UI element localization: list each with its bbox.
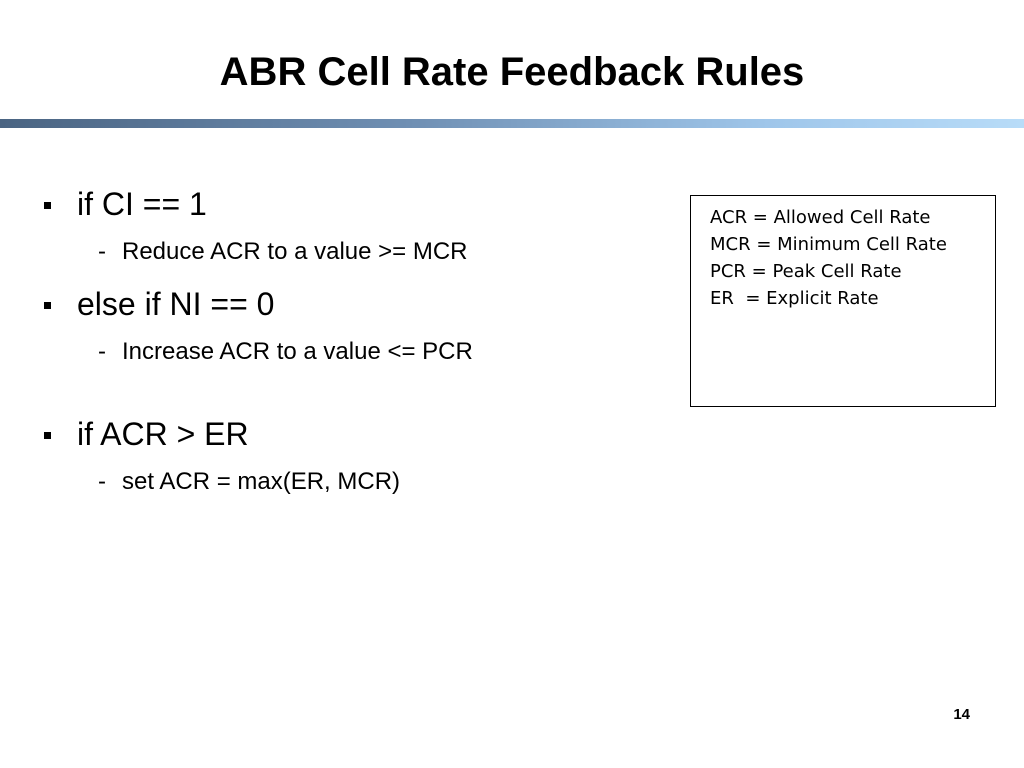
bullet-item: else if NI == 0 xyxy=(42,283,662,325)
dash-marker: - xyxy=(98,238,106,265)
title-divider-bar xyxy=(0,119,1024,128)
sub-bullet-text: Reduce ACR to a value >= MCR xyxy=(122,238,468,265)
square-bullet-icon xyxy=(44,302,51,309)
sub-bullet-text: Increase ACR to a value <= PCR xyxy=(122,338,473,365)
legend-line-er: ER = Explicit Rate xyxy=(710,288,879,309)
sub-bullet-item: - set ACR = max(ER, MCR) xyxy=(42,465,662,499)
dash-marker: - xyxy=(98,338,106,365)
dash-marker: - xyxy=(98,468,106,495)
bullet-list: if CI == 1 - Reduce ACR to a value >= MC… xyxy=(42,183,662,499)
bullet-text: if ACR > ER xyxy=(77,416,249,452)
bullet-text: if CI == 1 xyxy=(77,186,207,222)
abbreviation-legend-box: ACR = Allowed Cell Rate MCR = Minimum Ce… xyxy=(690,195,996,407)
square-bullet-icon xyxy=(44,432,51,439)
legend-line-mcr: MCR = Minimum Cell Rate xyxy=(710,234,947,255)
sub-bullet-item: - Increase ACR to a value <= PCR xyxy=(42,335,662,369)
sub-bullet-item: - Reduce ACR to a value >= MCR xyxy=(42,235,662,269)
sub-bullet-text: set ACR = max(ER, MCR) xyxy=(122,468,401,495)
square-bullet-icon xyxy=(44,202,51,209)
bullet-item: if ACR > ER xyxy=(42,413,662,455)
slide-title: ABR Cell Rate Feedback Rules xyxy=(219,50,805,94)
legend-line-acr: ACR = Allowed Cell Rate xyxy=(710,207,931,228)
bullet-text: else if NI == 0 xyxy=(77,286,275,322)
legend-line-pcr: PCR = Peak Cell Rate xyxy=(710,261,902,282)
page-number: 14 xyxy=(953,706,970,723)
bullet-item: if CI == 1 xyxy=(42,183,662,225)
